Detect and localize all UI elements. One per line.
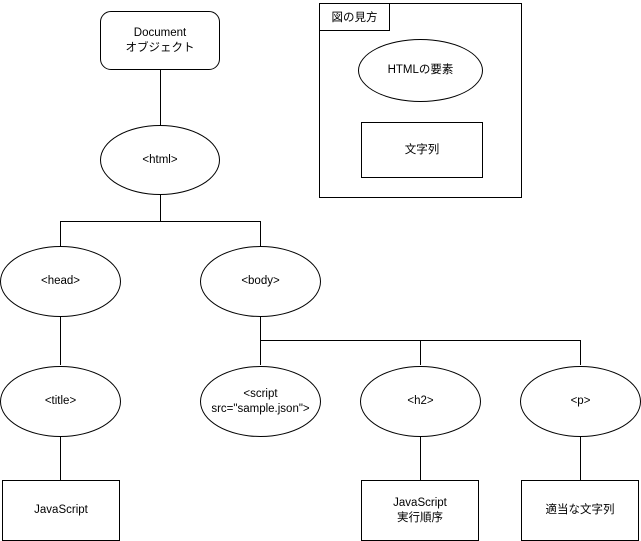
node-document-label: Document オブジェクト (125, 27, 195, 54)
legend-tab: 図の見方 (319, 3, 390, 31)
edge-body-stem (260, 317, 261, 341)
node-p: <p> (520, 366, 641, 437)
edge-html-body (260, 221, 261, 246)
node-script: <script src="sample.json"> (200, 366, 321, 437)
node-javascript-label: JavaScript (34, 504, 88, 517)
edge-head-title (60, 317, 61, 365)
edge-h2-text (420, 437, 421, 481)
node-javascript: JavaScript (2, 480, 120, 541)
edge-body-script (260, 340, 261, 365)
node-head: <head> (0, 246, 121, 317)
node-javascript-order: JavaScript 実行順序 (361, 480, 479, 541)
edge-document-html (160, 70, 161, 125)
legend-string-label: 文字列 (404, 143, 440, 156)
edge-html-head (60, 221, 61, 246)
node-javascript-order-label: JavaScript 実行順序 (393, 497, 447, 524)
legend-element-shape: HTMLの要素 (358, 39, 483, 102)
edge-html-bar (60, 221, 261, 222)
node-h2-label: <h2> (407, 395, 434, 408)
node-script-label: <script src="sample.json"> (211, 388, 310, 415)
node-arbitrary-string-label: 適当な文字列 (545, 504, 615, 517)
node-body: <body> (200, 246, 321, 317)
node-body-label: <body> (241, 275, 280, 288)
edge-body-p (580, 340, 581, 365)
node-p-label: <p> (570, 395, 591, 408)
legend-element-label: HTMLの要素 (387, 64, 454, 77)
node-title-label: <title> (44, 395, 77, 408)
node-title: <title> (0, 366, 121, 437)
legend-tab-label: 図の見方 (331, 12, 378, 24)
legend-string-shape: 文字列 (361, 122, 483, 178)
node-document: Document オブジェクト (100, 11, 220, 70)
node-html: <html> (100, 125, 220, 195)
node-h2: <h2> (360, 366, 481, 437)
node-head-label: <head> (40, 275, 80, 288)
edge-title-javascript (60, 437, 61, 481)
edge-body-h2 (420, 340, 421, 365)
edge-html-stem (160, 195, 161, 221)
node-html-label: <html> (142, 153, 178, 166)
edge-p-text (580, 437, 581, 481)
node-arbitrary-string: 適当な文字列 (521, 480, 639, 541)
